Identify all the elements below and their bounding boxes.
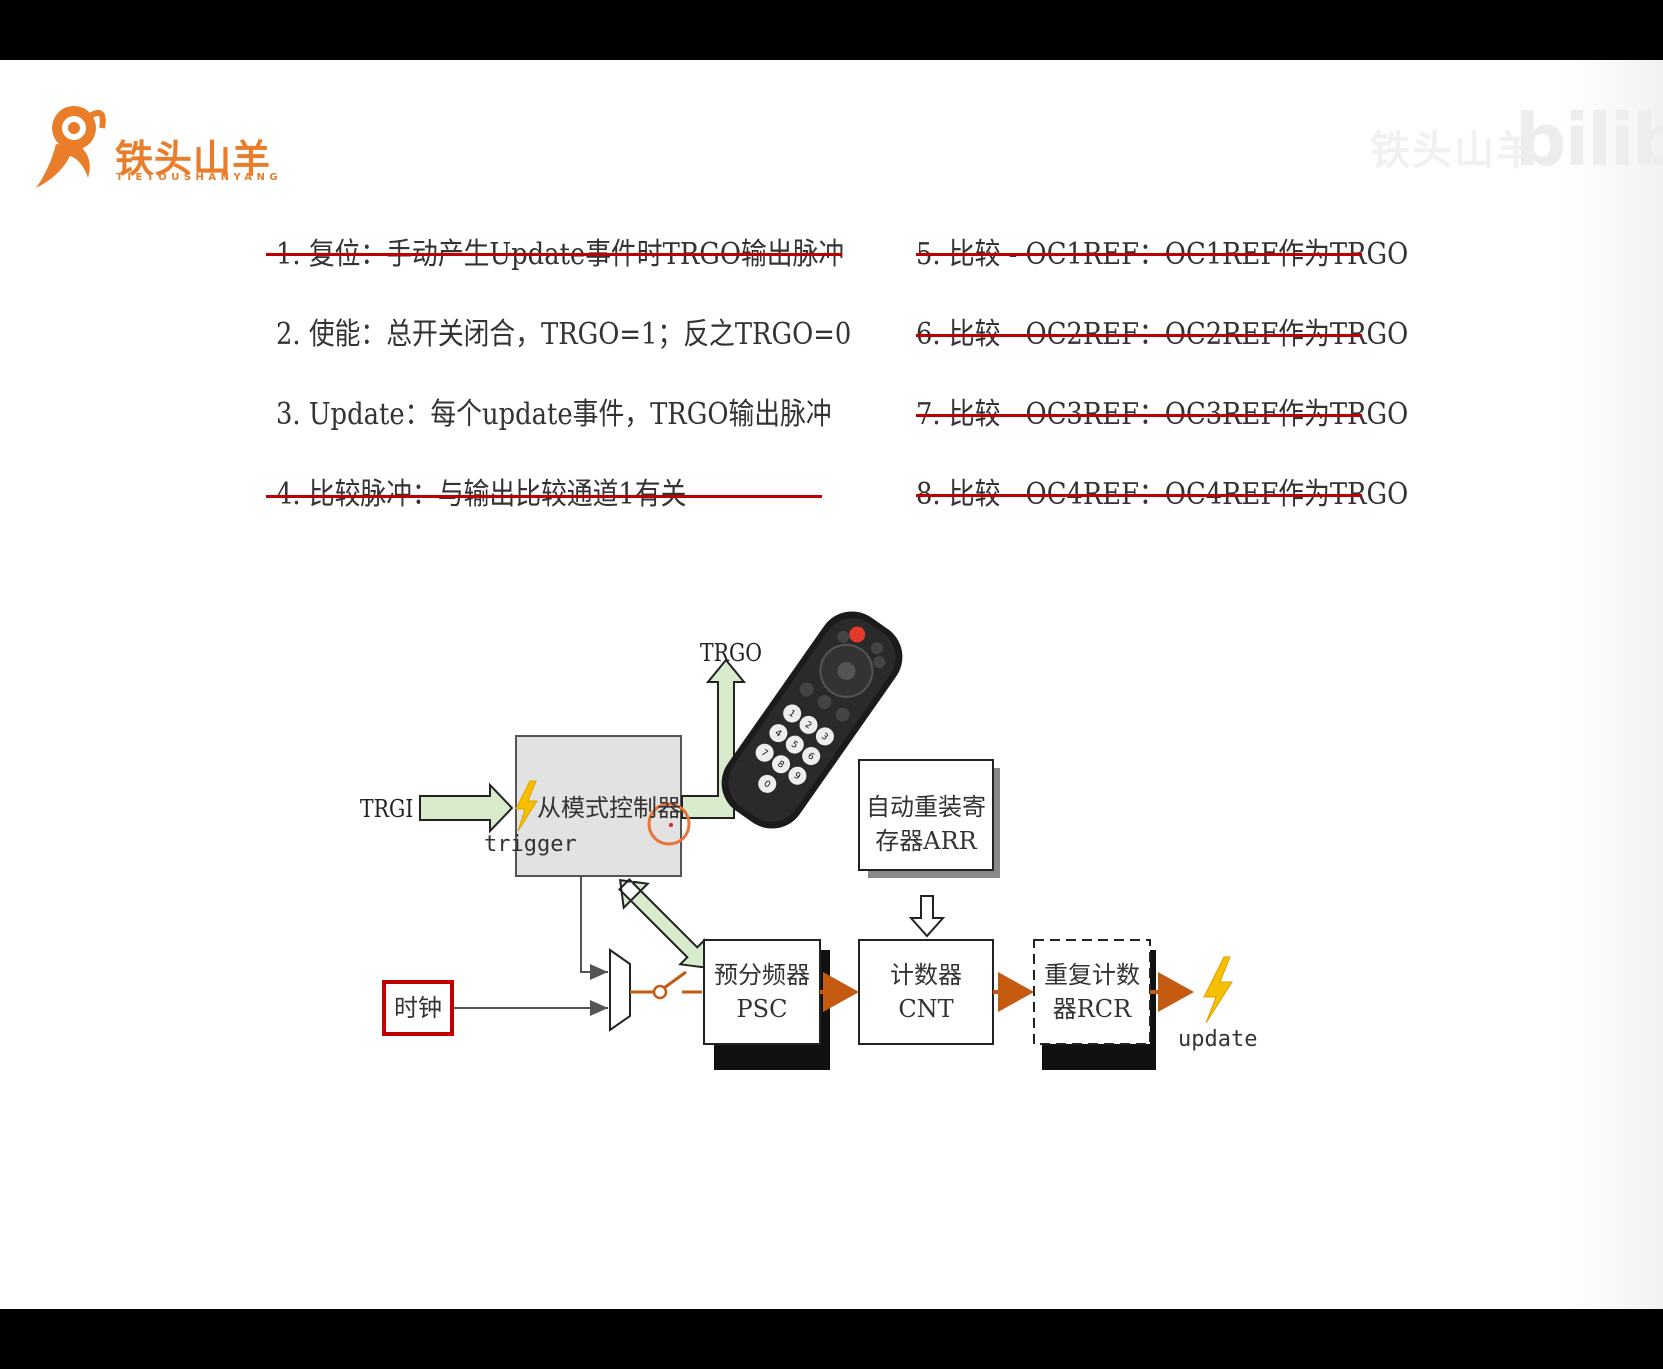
rcr-label-line2: 器RCR [1052,995,1132,1023]
timer-diagram: 1 2 3 4 5 6 7 8 9 0 [382,611,1233,1070]
update-lightning-icon [1203,956,1233,1024]
brand-name: 铁头山羊 [115,137,272,181]
highlight-circle [647,802,691,846]
strike-line-7 [916,414,1362,417]
rcr-box [1033,939,1151,1045]
arr-to-cnt-arrow [908,895,946,938]
pointer-dot [669,823,673,827]
mode-item-3: 3. Update：每个update事件，TRGO输出脉冲 [276,397,832,432]
remote-key-0: 0 [761,779,772,791]
strike-line-4 [266,495,822,498]
slave-controller-label: 从模式控制器 [537,794,681,822]
remote-key-1: 1 [786,709,796,720]
brand-subtitle: TIETOUSHANYANG [116,172,283,183]
remote-key-6: 6 [805,751,816,763]
remote-key-4: 4 [773,728,784,740]
remote-key-9: 9 [792,771,803,783]
watermark-name: 铁头山羊 [1370,128,1538,174]
remote-key-7: 7 [759,748,769,759]
arr-box [858,759,994,871]
watermark-bilibili: bilibili [1515,98,1663,182]
update-label: update [1178,1027,1258,1052]
trgi-label: TRGI [360,795,414,823]
switch-icon [630,970,702,1000]
psc-label-line2: PSC [736,995,788,1023]
mode-item-4: 4. 比较脉冲：与输出比较通道1有关 [276,477,687,512]
rcr-label-line1: 重复计数 [1044,961,1140,989]
goat-logo-icon [36,106,106,188]
mode-item-2: 2. 使能：总开关闭合，TRGO=1；反之TRGO=0 [276,317,852,352]
mux-icon [609,948,631,1032]
trgo-label: TRGO [700,639,762,667]
cnt-label-line1: 计数器 [890,961,962,989]
strike-line-1 [266,253,842,256]
remote-key-5: 5 [789,740,799,751]
remote-key-8: 8 [775,759,786,771]
arr-label-line2: 存器ARR [875,827,977,855]
psc-label-line1: 预分频器 [714,961,810,989]
cnt-label-line2: CNT [898,995,954,1023]
controller-to-mux-line [580,876,608,980]
trigger-label: trigger [484,832,577,857]
trigger-lightning-icon [515,780,538,832]
remote-key-3: 3 [819,731,829,742]
bottom-black-bar [0,1309,1663,1369]
double-arrow [618,878,709,969]
top-black-bar [0,0,1663,60]
strike-line-8 [916,494,1362,497]
slide: 铁头山羊 TIETOUSHANYANG 铁头山羊 bilibili 1. 复位：… [0,60,1663,1309]
remote-key-2: 2 [803,720,813,731]
strike-line-6 [916,334,1362,337]
clock-label: 时钟 [394,994,442,1022]
clock-box [382,980,454,1036]
trgi-arrow [419,782,514,834]
strike-line-5 [916,253,1362,256]
psc-box [703,939,821,1045]
arr-label-line1: 自动重装寄 [866,793,986,821]
ir-remote-icon: 1 2 3 4 5 6 7 8 9 0 [721,611,903,829]
